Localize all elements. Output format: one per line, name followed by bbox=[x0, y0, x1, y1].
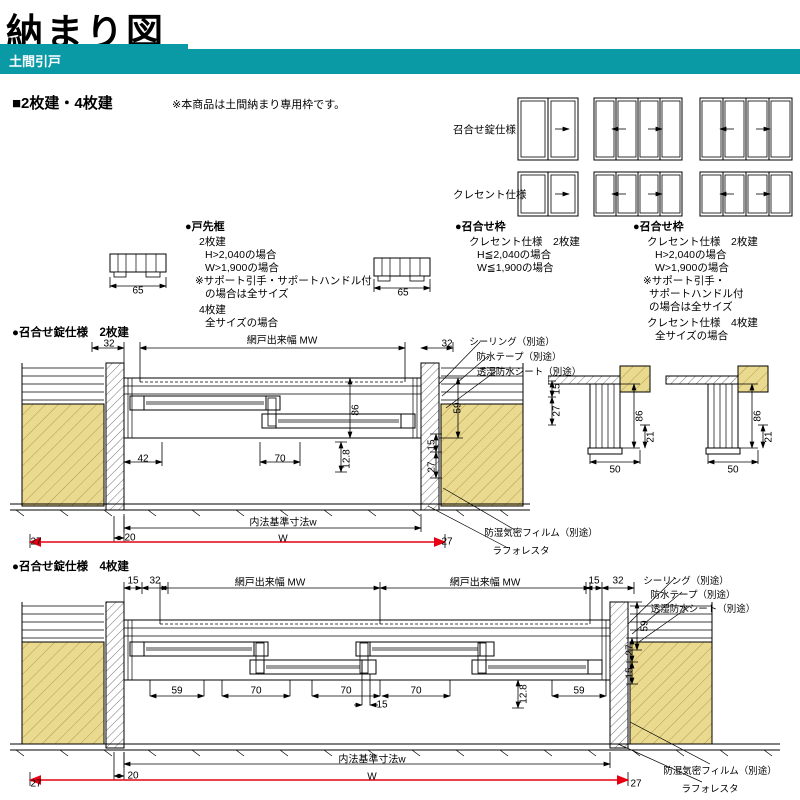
dim-lines bbox=[373, 279, 431, 292]
elevation-label-lock: 召合せ錠仕様 bbox=[453, 124, 516, 136]
callout-line: W>1,900の場合 bbox=[205, 262, 279, 274]
dim-lines bbox=[29, 341, 516, 549]
dim-lines bbox=[548, 380, 768, 465]
cross-section-2mai bbox=[10, 341, 530, 549]
callout-line: 2枚建 bbox=[199, 236, 226, 248]
title-underline bbox=[0, 44, 188, 49]
detail-profiles bbox=[548, 365, 769, 455]
callout-line: 4枚建 bbox=[199, 304, 226, 316]
callout-line: の場合は全サイズ bbox=[649, 301, 733, 313]
drawing-heading-4mai: ●召合せ錠仕様 4枚建 bbox=[12, 561, 129, 573]
stile-detail-right bbox=[373, 257, 431, 292]
callout-line: の場合は全サイズ bbox=[205, 288, 289, 300]
callout-block-tosakikamachi: ●戸先框 2枚建 H>2,040の場合 W>1,900の場合 ※サポート引手・サ… bbox=[185, 218, 372, 330]
callout-title: ●戸先框 bbox=[185, 221, 225, 233]
callout-line: W>1,900の場合 bbox=[655, 262, 729, 274]
callout-line: クレセント仕様 2枚建 bbox=[469, 236, 580, 248]
callout-line: W≦1,900の場合 bbox=[477, 262, 554, 274]
wall-and-frame bbox=[10, 601, 780, 757]
section-heading: ■2枚建・4枚建 bbox=[12, 95, 113, 112]
stile-detail-left bbox=[109, 253, 167, 289]
callout-title: ●召合せ枠 bbox=[455, 221, 506, 233]
elevation-frames bbox=[517, 97, 793, 217]
callout-line: ※サポート引手・サポートハンドル付 bbox=[195, 275, 372, 287]
cross-section-4mai bbox=[10, 577, 780, 786]
elevation-label-crescent: クレセント仕様 bbox=[453, 189, 527, 201]
category-band: 土間引戸 bbox=[0, 49, 800, 74]
elevation-diagrams bbox=[517, 97, 793, 217]
wall-and-frame bbox=[10, 362, 530, 517]
slide-direction-arrows bbox=[555, 126, 771, 197]
callout-line: ※サポート引手・ bbox=[643, 275, 726, 287]
meshiawase-frame-details bbox=[548, 365, 769, 465]
drawing-heading-2mai: ●召合せ錠仕様 2枚建 bbox=[12, 327, 129, 339]
dim-lines bbox=[29, 577, 711, 786]
callout-line: H>2,040の場合 bbox=[205, 249, 277, 261]
callout-line: 全サイズの場合 bbox=[205, 317, 279, 329]
callout-line: H>2,040の場合 bbox=[655, 249, 727, 261]
callout-line: サポートハンドル付 bbox=[649, 288, 744, 300]
product-note: ※本商品は土間納まり専用枠です。 bbox=[172, 99, 346, 111]
callout-line: H≦2,040の場合 bbox=[477, 249, 552, 261]
callout-line: クレセント仕様 4枚建 bbox=[647, 317, 758, 329]
callout-line: クレセント仕様 2枚建 bbox=[647, 236, 758, 248]
dim-lines bbox=[109, 277, 167, 289]
callout-block-meshiawase-center: ●召合せ枠 クレセント仕様 2枚建 H≦2,040の場合 W≦1,900の場合 bbox=[455, 218, 580, 275]
category-label: 土間引戸 bbox=[9, 54, 62, 69]
callout-title: ●召合せ枠 bbox=[633, 221, 684, 233]
callout-line: 全サイズの場合 bbox=[655, 330, 729, 342]
callout-block-meshiawase-right: ●召合せ枠 クレセント仕様 2枚建 H>2,040の場合 W>1,900の場合 … bbox=[633, 218, 758, 343]
